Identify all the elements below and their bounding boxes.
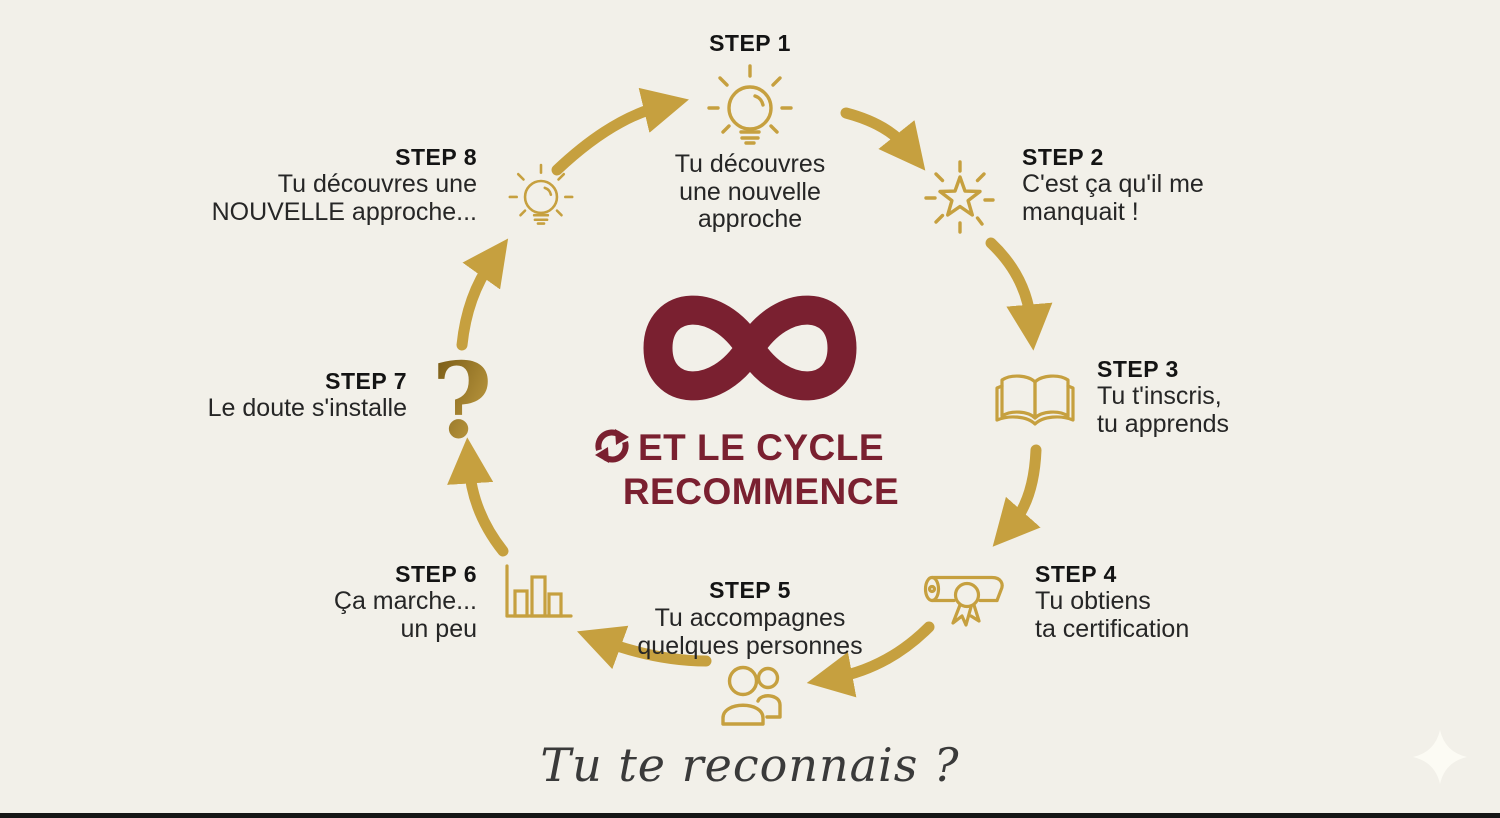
cycle-icon bbox=[595, 429, 629, 463]
arrow-step3-to-step4 bbox=[992, 444, 1042, 547]
step-6-block: STEP 6 Ça marche... un peu bbox=[177, 561, 477, 643]
step-7-block: STEP 7 Le doute s'installe bbox=[107, 368, 407, 423]
open-book-icon bbox=[995, 374, 1075, 426]
arrow-step7-to-step8 bbox=[456, 238, 509, 351]
sparkle-icon bbox=[1413, 730, 1467, 784]
step-7-label: STEP 7 bbox=[325, 368, 407, 394]
people-icon bbox=[721, 665, 782, 726]
step-1-label: STEP 1 bbox=[709, 30, 791, 56]
center-title-line1: ET LE CYCLE bbox=[637, 427, 885, 468]
arrow-step5-to-step6 bbox=[577, 625, 712, 670]
center-title-line2: RECOMMENCE bbox=[622, 471, 900, 512]
infinity-icon bbox=[643, 295, 857, 401]
arrow-step8-to-step1 bbox=[551, 87, 689, 176]
step-8-block: STEP 8 Tu découvres une NOUVELLE approch… bbox=[177, 144, 477, 226]
bottom-bar bbox=[0, 813, 1500, 818]
step-5-label: STEP 5 bbox=[709, 577, 791, 603]
lightbulb-icon bbox=[707, 64, 793, 145]
lightbulb-icon bbox=[508, 163, 574, 225]
step-6-label: STEP 6 bbox=[395, 561, 477, 587]
step-5-text: Tu accompagnes quelques personnes bbox=[637, 604, 863, 660]
center-title: ET LE CYCLE RECOMMENCE bbox=[561, 426, 961, 514]
sparkle-star-icon bbox=[924, 160, 995, 234]
footer-question: Tu te reconnais ? bbox=[540, 738, 960, 792]
arrow-step6-to-step7 bbox=[447, 437, 509, 557]
step-3-block: STEP 3 Tu t'inscris, tu apprends bbox=[1097, 356, 1377, 438]
step-4-block: STEP 4 Tu obtiens ta certification bbox=[1035, 561, 1315, 643]
arrow-step2-to-step3 bbox=[985, 237, 1053, 351]
question-mark-icon: ? bbox=[432, 339, 493, 462]
step-2-block: STEP 2 C'est ça qu'il me manquait ! bbox=[1022, 144, 1302, 226]
step-3-label: STEP 3 bbox=[1097, 356, 1179, 382]
arrow-step1-to-step2 bbox=[840, 107, 926, 171]
cycle-arrows-group bbox=[447, 87, 1053, 698]
arrow-step4-to-step5 bbox=[806, 621, 935, 698]
step-5-block: STEP 5 bbox=[600, 577, 900, 604]
step-2-label: STEP 2 bbox=[1022, 144, 1104, 170]
step-1-block: STEP 1 bbox=[600, 30, 900, 57]
step-1-text: Tu découvres une nouvelle approche bbox=[674, 150, 826, 233]
bar-chart-icon bbox=[505, 564, 573, 618]
step-8-label: STEP 8 bbox=[395, 144, 477, 170]
step-4-label: STEP 4 bbox=[1035, 561, 1117, 587]
certificate-icon bbox=[923, 575, 1004, 627]
